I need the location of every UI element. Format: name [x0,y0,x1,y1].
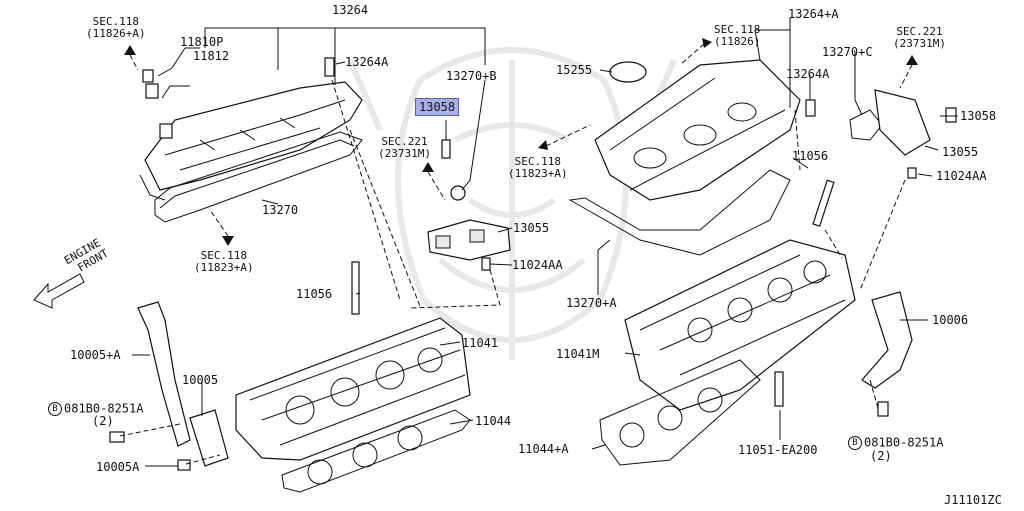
stud-11051 [774,371,784,407]
bolt-mark-b2: B [848,436,862,450]
engine-front-arrow [33,273,85,309]
head-bolt-left [351,261,360,315]
section-ref-s2[interactable]: SEC.118 (11823+A) [194,250,254,274]
section-sub: (11823+A) [194,261,254,274]
part-label-13264[interactable]: 13264 [332,3,369,17]
leader-lines [132,18,958,467]
section-title: SEC.118 [92,15,139,28]
bracket-10005 [189,409,229,467]
assembly-dashed-lines [119,79,906,465]
part-label-15255[interactable]: 15255 [556,63,593,77]
part-label-13058-right[interactable]: 13058 [960,109,997,123]
part-label-13264a-right[interactable]: 13264A [786,67,830,81]
part-label-13270b[interactable]: 13270+B [446,69,497,83]
cylinder-head-left [235,317,471,461]
bracket-10005a [137,301,191,447]
pcv-valve [142,69,173,139]
section-ref-s1[interactable]: SEC.118 (11826+A) [86,16,146,40]
bolt-qty-b2: (2) [870,449,892,463]
part-label-13270a[interactable]: 13270+A [566,296,617,310]
bolt-10005a [177,459,191,471]
bracket-10006 [861,291,913,389]
part-label-10005[interactable]: 10005 [182,373,219,387]
bolt-right-bracket [877,401,889,417]
part-label-10006[interactable]: 10006 [932,313,969,327]
section-title: SEC.221 [896,25,943,38]
vtc-solenoid-left [427,139,511,271]
drawing-code: J11101ZC [944,493,1002,507]
cylinder-head-right [624,239,856,411]
section-sub: (23731M) [893,37,946,50]
part-label-11056-right[interactable]: 11056 [792,149,829,163]
section-sub: (11823+A) [508,167,568,180]
seal-11024aa-right [907,167,917,179]
part-label-13264a-left[interactable]: 13264A [345,55,389,69]
rocker-gasket-right [568,169,791,256]
part-label-13058-highlighted[interactable]: 13058 [415,98,460,116]
section-title: SEC.118 [200,249,247,262]
bolt-13264a-left [324,57,335,77]
head-gasket-right [599,359,761,466]
bolt-qty-b1: (2) [92,414,114,428]
part-label-11041[interactable]: 11041 [462,336,499,350]
head-gasket-left [281,409,471,493]
section-ref-s6[interactable]: SEC.221 (23731M) [893,26,946,50]
part-label-13270c[interactable]: 13270+C [822,45,873,59]
section-sub: (11826+A) [86,27,146,40]
o-ring-13270c [849,109,883,141]
rocker-cover-right [594,59,801,201]
part-label-11810p[interactable]: 11810P [180,35,224,49]
part-label-11056-left[interactable]: 11056 [296,287,333,301]
bolt-code-b1: 081B0-8251A [64,401,144,416]
head-bolt-right [812,179,835,227]
section-title: SEC.118 [514,155,561,168]
section-arrows [124,38,918,246]
part-label-11051[interactable]: 11051-EA200 [738,443,818,457]
rocker-gasket-left [154,131,363,223]
section-title: SEC.118 [714,23,761,36]
part-label-11024aa-left[interactable]: 11024AA [512,258,563,272]
section-ref-s3[interactable]: SEC.221 (23731M) [378,136,431,160]
bolt-code-b2: 081B0-8251A [864,435,944,450]
rocker-cover-left [139,81,363,201]
part-label-11812[interactable]: 11812 [193,49,230,63]
part-label-10005a[interactable]: 10005+A [70,348,121,362]
section-title: SEC.221 [381,135,428,148]
part-label-13055-left[interactable]: 13055 [513,221,550,235]
bolt-left-bracket [109,431,125,443]
section-sub: (23731M) [378,147,431,160]
bolt-13264a-right [805,99,816,117]
bolt-mark-b1: B [48,402,62,416]
part-label-10005a2[interactable]: 10005A [96,460,140,474]
vtc-solenoid-right [874,89,931,156]
oil-filler-cap [609,61,647,83]
part-label-13270[interactable]: 13270 [262,203,299,217]
watermark-emblem [347,47,677,360]
part-label-11041m[interactable]: 11041M [556,347,600,361]
part-label-11044a[interactable]: 11044+A [518,442,569,456]
bolt-13058-right [945,107,957,123]
part-label-11044[interactable]: 11044 [475,414,512,428]
section-sub: (11826) [714,35,761,48]
section-ref-s4[interactable]: SEC.118 (11826) [714,24,760,48]
section-ref-s5[interactable]: SEC.118 (11823+A) [508,156,568,180]
part-label-11024aa-right[interactable]: 11024AA [936,169,987,183]
part-label-13264a-top[interactable]: 13264+A [788,7,839,21]
part-label-13055-right[interactable]: 13055 [942,145,979,159]
